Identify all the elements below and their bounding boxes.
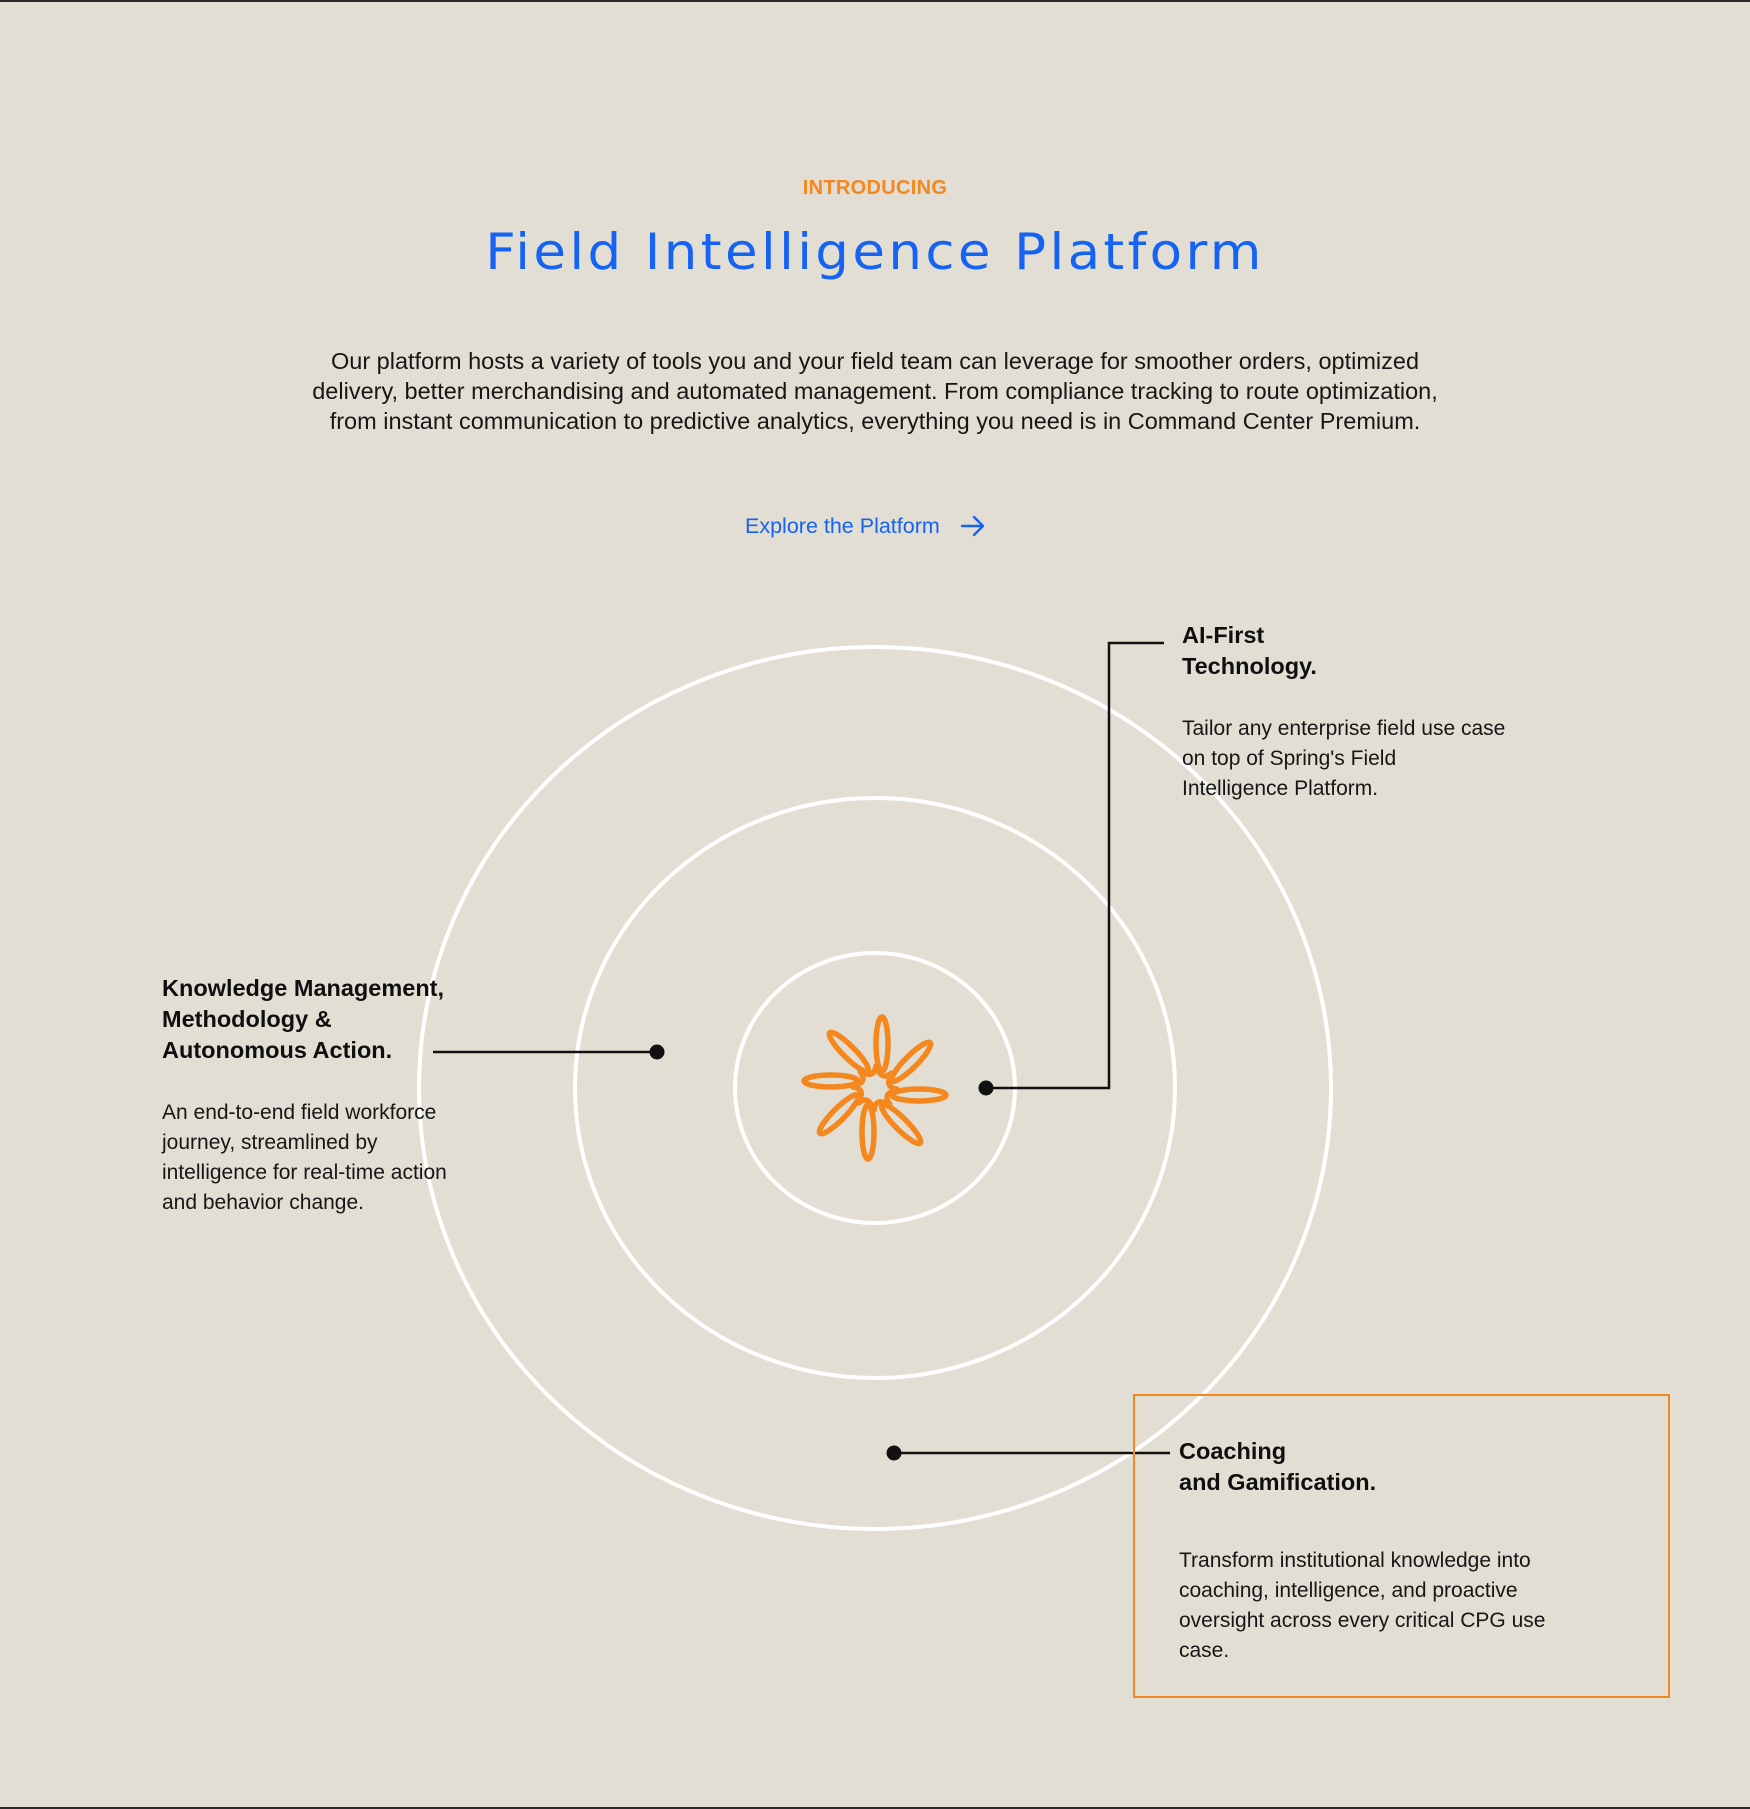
arrow-right-icon: [960, 515, 986, 537]
inner-ring: [733, 951, 1017, 1225]
feature-ai-first: AI-First Technology. Tailor any enterpri…: [1182, 620, 1522, 804]
feature-knowledge-description: An end-to-end field workforce journey, s…: [162, 1101, 447, 1214]
feature-coaching-title: Coaching and Gamification.: [1179, 1438, 1377, 1495]
coaching-highlight-box: [1133, 1394, 1670, 1698]
middle-ring: [573, 796, 1177, 1380]
top-border: [0, 0, 1750, 2]
feature-ai-first-description: Tailor any enterprise field use case on …: [1182, 717, 1506, 800]
feature-coaching: Coaching and Gamification. Transform ins…: [1179, 1436, 1559, 1666]
feature-coaching-description: Transform institutional knowledge into c…: [1179, 1549, 1546, 1662]
explore-platform-label: Explore the Platform: [745, 513, 940, 538]
connector-ai-first: [978, 641, 1164, 1096]
page-title: Field Intelligence Platform: [485, 223, 1265, 281]
feature-knowledge-title: Knowledge Management, Methodology & Auto…: [162, 975, 445, 1063]
bottom-border: [0, 1807, 1750, 1809]
connector-dot-coaching: [886, 1445, 902, 1461]
connector-coaching: [886, 1445, 1170, 1461]
spring-flower-logo-icon: [801, 1014, 949, 1162]
eyebrow-label: INTRODUCING: [802, 177, 948, 199]
connector-dot-ai-first: [978, 1080, 994, 1096]
feature-knowledge: Knowledge Management, Methodology & Auto…: [162, 973, 502, 1218]
explore-platform-link[interactable]: Explore the Platform: [745, 511, 986, 541]
connector-dot-knowledge: [649, 1044, 665, 1060]
feature-ai-first-title: AI-First Technology.: [1182, 622, 1317, 679]
intro-paragraph: Our platform hosts a variety of tools yo…: [312, 348, 1438, 434]
